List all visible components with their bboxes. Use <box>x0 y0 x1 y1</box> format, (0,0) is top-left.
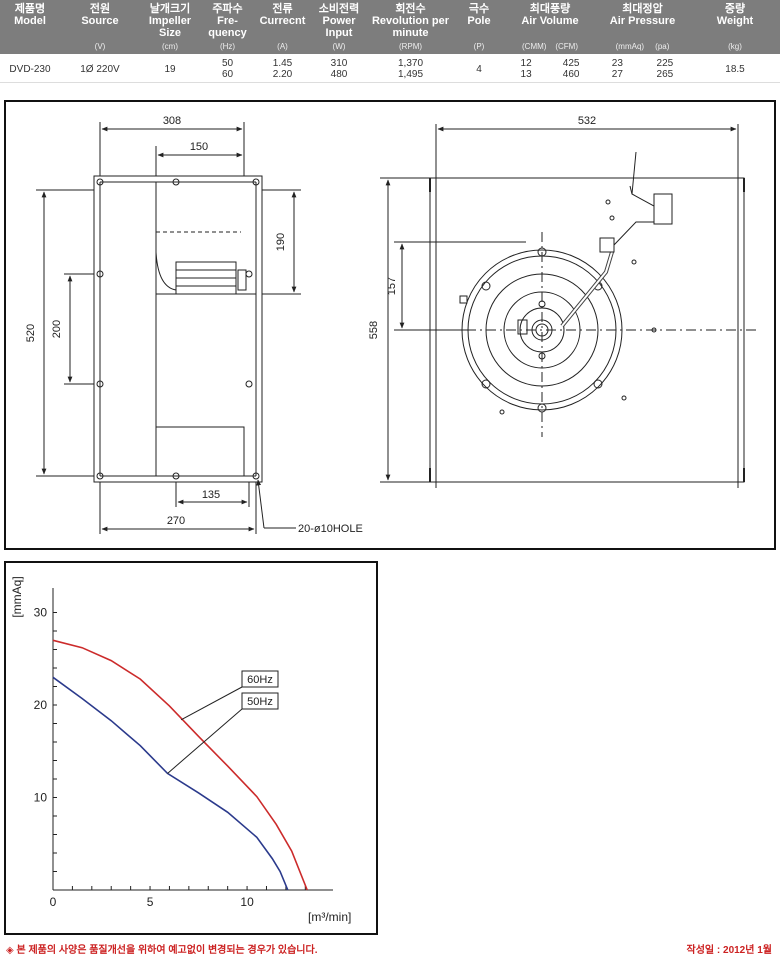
legend-box-60hz <box>241 670 279 688</box>
dim-190: 190 <box>275 233 287 251</box>
legend-leader-50hz <box>167 708 243 774</box>
series-50hz-line <box>52 676 289 891</box>
dim-hole-spec: 20-ø10HOLE <box>298 523 363 535</box>
legend-label-60hz: 60Hz <box>247 674 273 686</box>
dim-308: 308 <box>163 115 181 127</box>
cell-pole: 4 <box>453 54 505 83</box>
y-tick-label: 20 <box>34 698 48 712</box>
cell-source: 1Ø 220V <box>60 54 140 83</box>
dim-157: 157 <box>386 277 398 295</box>
cell-weight: 18.5 <box>690 54 780 83</box>
dim-558: 558 <box>368 321 380 339</box>
dimension-drawing: 308 150 190 520 200 135 270 20-ø10HOLE 5… <box>25 115 756 535</box>
cell-impeller: 19 <box>140 54 200 83</box>
cell-model: DVD-230 <box>0 54 60 83</box>
dim-135: 135 <box>202 489 220 501</box>
performance-chart-panel: 0 5 10 10 20 30 60Hz 50Hz [mmAq] [m³/min] <box>4 561 378 935</box>
mounting-holes-side <box>96 178 260 480</box>
front-view-mounting-plate <box>461 249 623 411</box>
dim-150: 150 <box>190 141 208 153</box>
y-axis-label: [mmAq] <box>10 576 24 617</box>
dim-270: 270 <box>167 515 185 527</box>
series-60hz-line <box>52 639 308 891</box>
legend-leader-60hz <box>180 686 243 721</box>
x-tick-label: 5 <box>147 895 154 909</box>
dimension-labels: 308 150 190 520 200 135 270 20-ø10HOLE 5… <box>25 115 596 535</box>
legend-label-50hz: 50Hz <box>247 696 273 708</box>
side-view-housing <box>93 175 263 483</box>
legend-box-50hz <box>241 692 279 710</box>
dimension-drawing-panel: 308 150 190 520 200 135 270 20-ø10HOLE 5… <box>4 100 776 550</box>
footer-date: 작성일 : 2012년 1월 <box>686 945 772 956</box>
dim-532: 532 <box>578 115 596 127</box>
performance-chart: 0 5 10 10 20 30 60Hz 50Hz [mmAq] [m³/min] <box>10 576 351 924</box>
y-tick-label: 30 <box>34 606 48 620</box>
dim-200: 200 <box>51 320 63 338</box>
y-tick-label: 10 <box>34 791 48 805</box>
spec-units-row: (V) (cm) (Hz) (A) (W) (RPM) (P) (CMM) (C… <box>0 41 780 54</box>
x-axis-label: [m³/min] <box>308 910 351 924</box>
dim-520: 520 <box>25 324 37 342</box>
footer-note: ◈ 본 제품의 사양은 품질개선을 위하여 예고없이 변경되는 경우가 있습니다… <box>6 945 318 956</box>
x-tick-label: 0 <box>50 895 57 909</box>
x-tick-label: 10 <box>240 895 254 909</box>
